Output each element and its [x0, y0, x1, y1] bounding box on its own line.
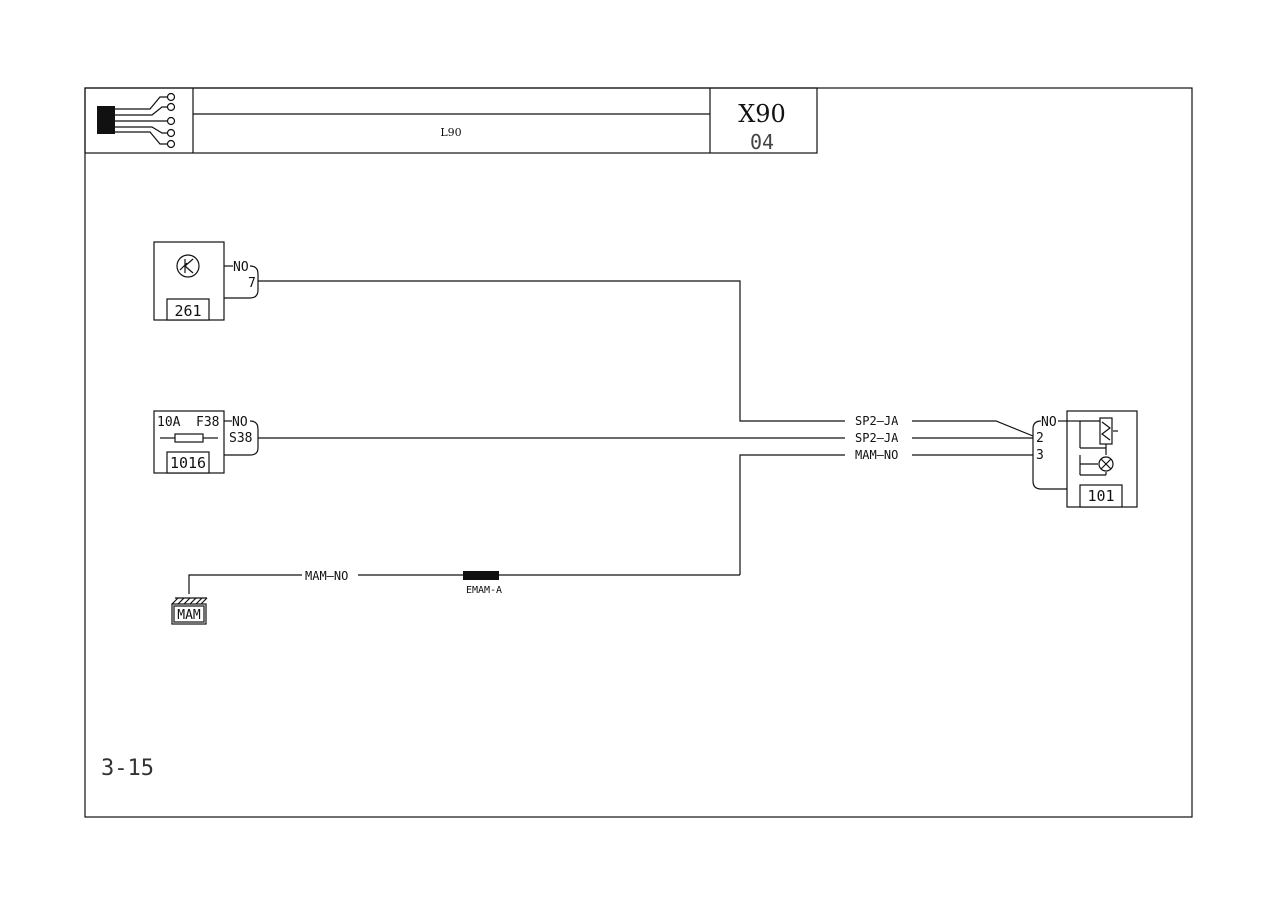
component-1016: 1016 10A F38 NO S38 [153, 410, 259, 474]
title-block: L90 X90 04 [84, 87, 818, 154]
wire-2-label: SP2—JA [855, 431, 899, 445]
page-frame [84, 87, 1193, 818]
component-261: 261 NO 7 [153, 241, 259, 321]
component-1016-pin-color: NO [232, 415, 248, 430]
wires: SP2—JA SP2—JA MAM—NO MAM—NO [188, 280, 1034, 594]
sensor-icon [176, 254, 200, 278]
component-101-pin-2: 2 [1036, 431, 1044, 446]
component-101: 101 NO 2 3 [1032, 410, 1138, 508]
ground-wire [188, 574, 302, 594]
component-101-pin-3: 3 [1036, 448, 1044, 463]
component-101-pin-color: NO [1041, 415, 1057, 430]
ground-icon: MAM [171, 597, 208, 625]
fuse-rating: 10A [157, 415, 181, 430]
lamp-icon [1098, 456, 1114, 472]
wire-ground-to-101 [739, 454, 845, 575]
wire-3-label: MAM—NO [855, 448, 898, 462]
ground-label: MAM [177, 608, 201, 623]
fuse-icon [174, 433, 204, 443]
wire-1-label: SP2—JA [855, 414, 899, 428]
page-number: 3-15 [101, 756, 154, 781]
splice-emam-a: EMAM-A [463, 571, 502, 596]
component-261-number: 261 [174, 302, 201, 320]
component-101-number: 101 [1087, 487, 1114, 505]
component-1016-pin: S38 [229, 431, 252, 446]
splice-label: EMAM-A [466, 585, 502, 596]
component-1016-number: 1016 [170, 454, 206, 472]
wire-261-to-101 [258, 280, 845, 422]
harness-subtitle: L90 [440, 126, 461, 139]
page-code: 04 [750, 130, 774, 154]
vehicle-code: X90 [738, 100, 786, 128]
relay-icon [1067, 417, 1118, 476]
fuse-id: F38 [196, 415, 219, 430]
ground-wire-label: MAM—NO [305, 569, 348, 583]
harness-icon [97, 92, 176, 149]
component-261-pin: 7 [248, 276, 256, 291]
component-261-pin-color: NO [233, 260, 249, 275]
